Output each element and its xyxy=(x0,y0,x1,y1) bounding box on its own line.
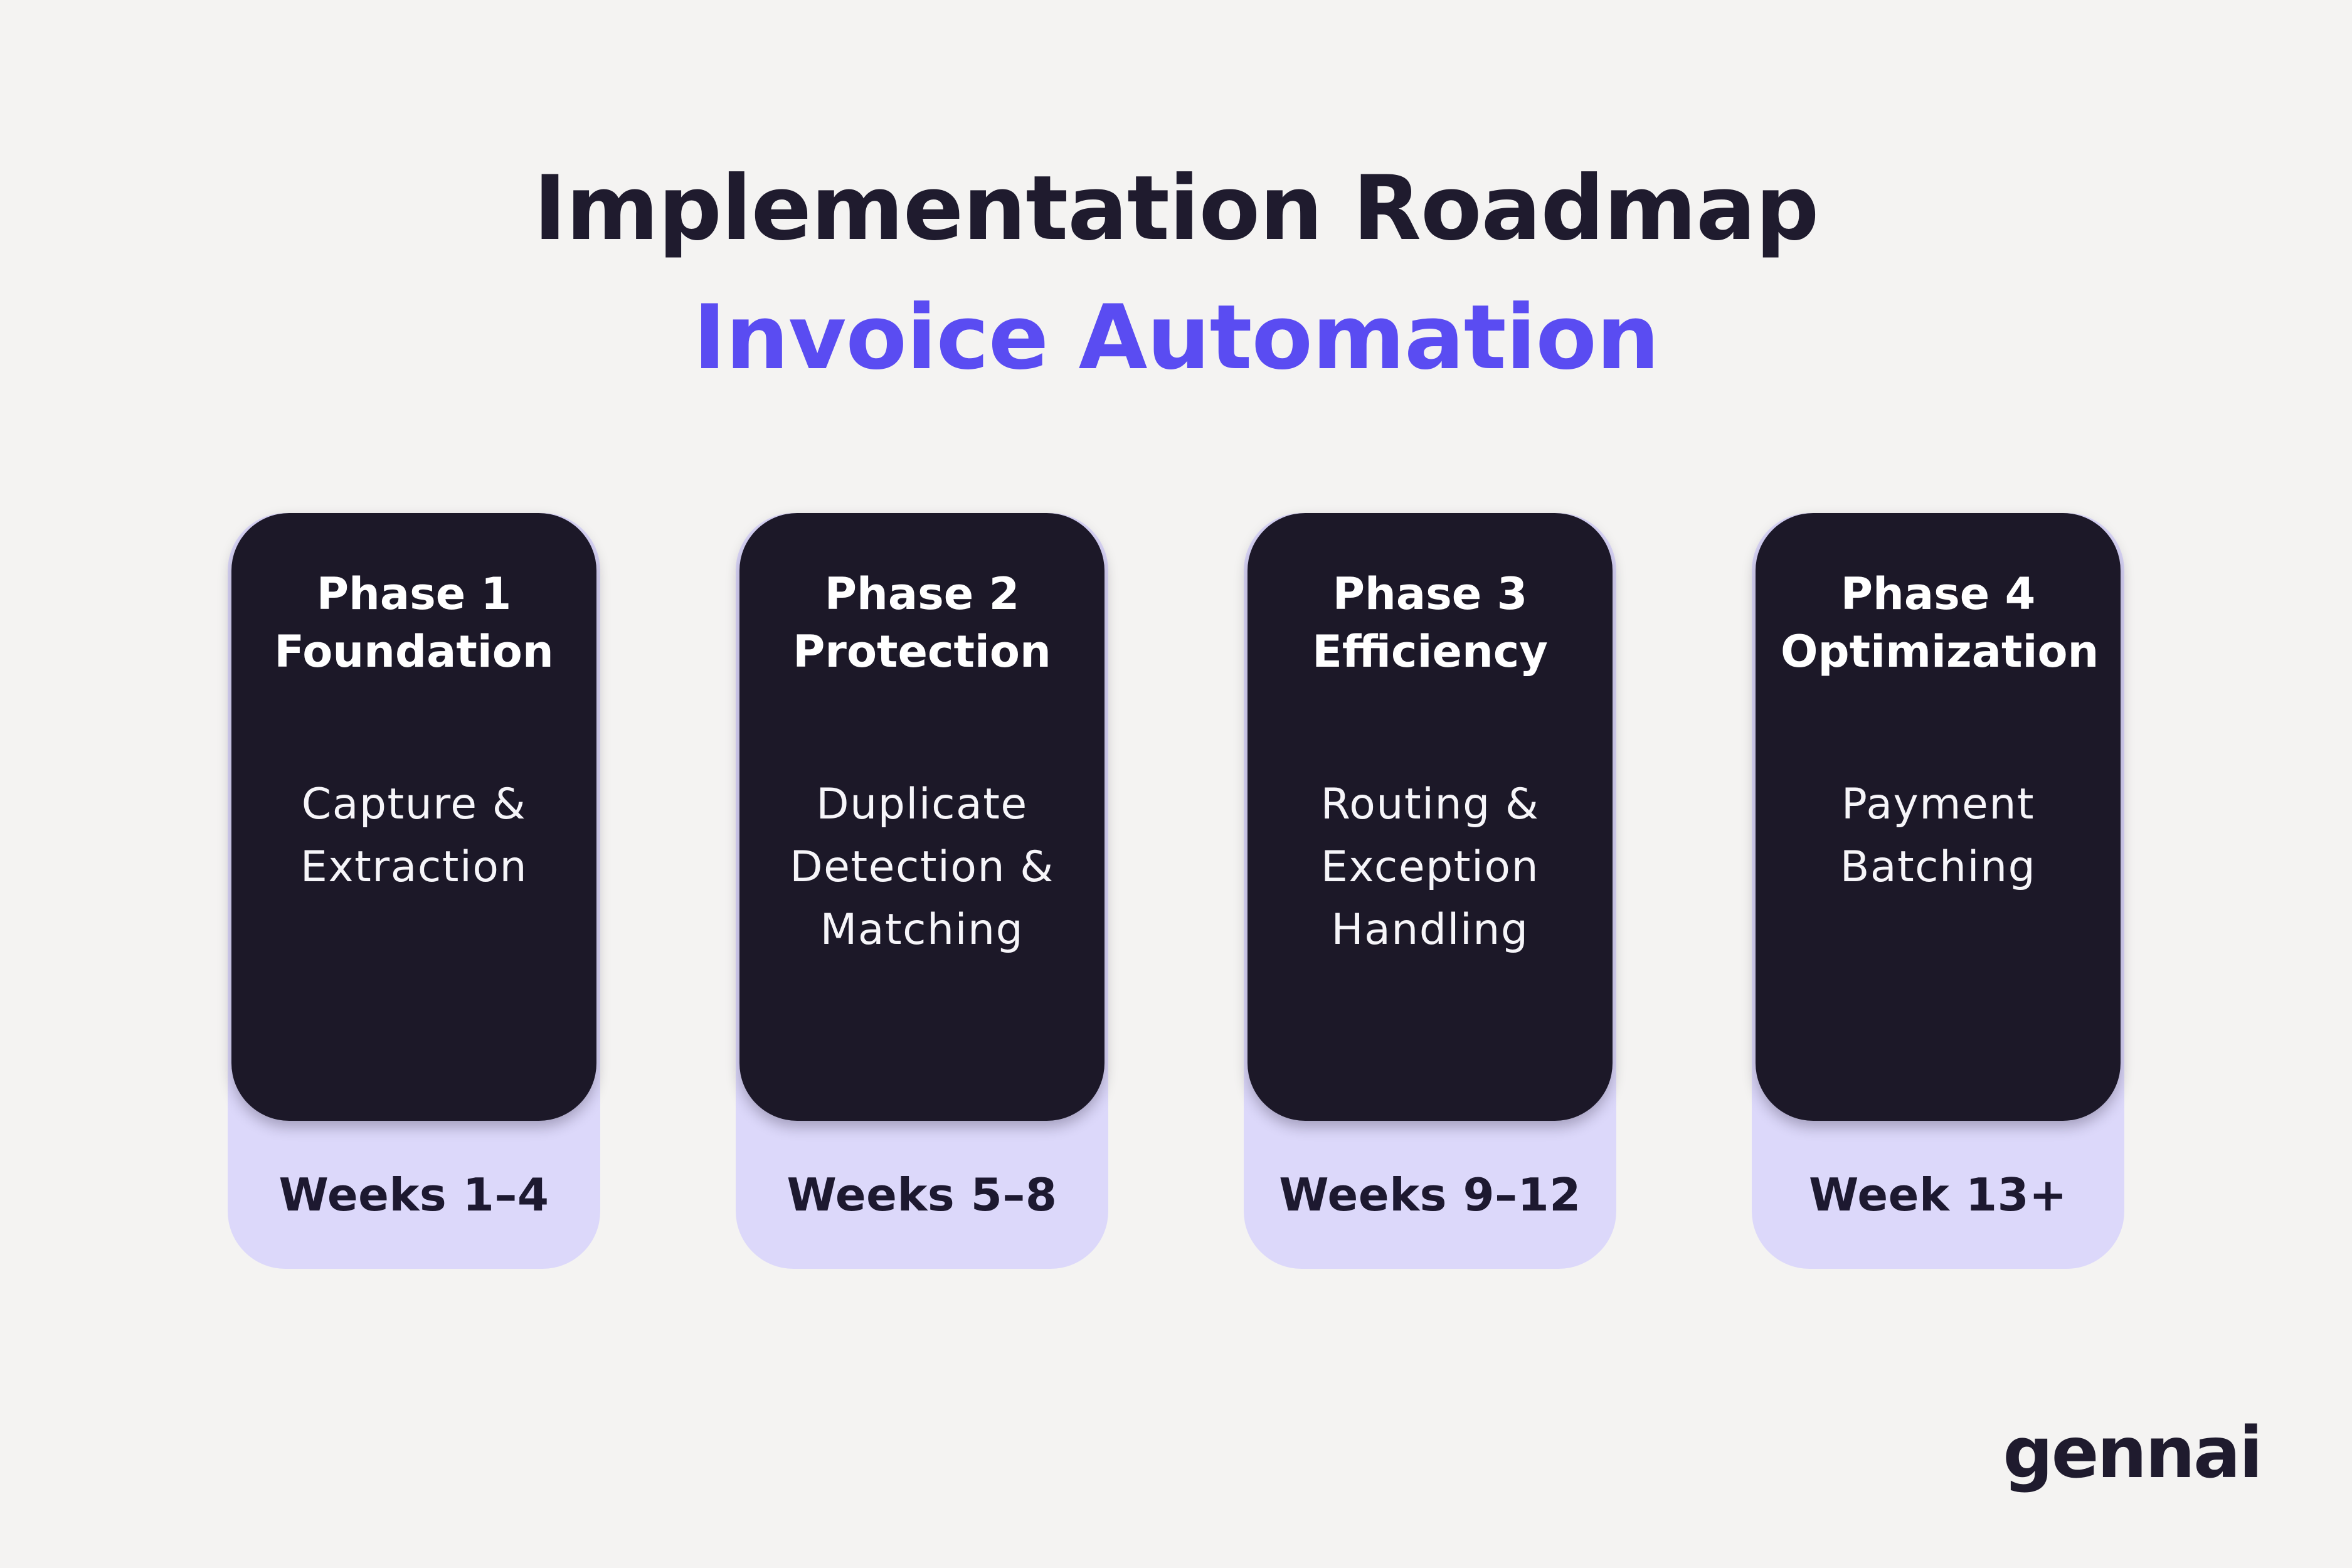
phase-card-1-body: Phase 1 Foundation Capture & Extraction xyxy=(231,513,596,1121)
phase-1-heading: Phase 1 Foundation xyxy=(257,565,571,681)
phase-4-label: Phase 4 xyxy=(1840,568,2036,620)
phase-card-3: Phase 3 Efficiency Routing & Exception H… xyxy=(1244,513,1616,1269)
header: Implementation Roadmap Invoice Automatio… xyxy=(0,0,2352,403)
roadmap-cards: Phase 1 Foundation Capture & Extraction … xyxy=(228,513,2124,1269)
phase-2-name: Protection xyxy=(793,626,1051,677)
phase-2-label: Phase 2 xyxy=(824,568,1020,620)
phase-card-4: Phase 4 Optimization Payment Batching We… xyxy=(1752,513,2124,1269)
phase-3-weeks-label: Weeks 9–12 xyxy=(1279,1168,1581,1221)
gennai-logo: gennai xyxy=(2003,1412,2263,1494)
phase-4-weeks-badge: Week 13+ xyxy=(1752,1121,2124,1269)
phase-3-description: Routing & Exception Handling xyxy=(1320,780,1540,955)
phase-3-name: Efficiency xyxy=(1312,626,1548,677)
phase-1-weeks-badge: Weeks 1–4 xyxy=(228,1121,600,1269)
phase-4-weeks-label: Week 13+ xyxy=(1809,1168,2067,1221)
phase-card-4-body: Phase 4 Optimization Payment Batching xyxy=(1756,513,2121,1121)
phase-card-2: Phase 2 Protection Duplicate Detection &… xyxy=(736,513,1108,1269)
phase-3-weeks-badge: Weeks 9–12 xyxy=(1244,1121,1616,1269)
phase-2-heading: Phase 2 Protection xyxy=(765,565,1079,681)
phase-1-description: Capture & Extraction xyxy=(300,780,528,892)
phase-2-description: Duplicate Detection & Matching xyxy=(790,780,1054,955)
phase-4-description: Payment Batching xyxy=(1840,780,2037,892)
phase-1-label: Phase 1 xyxy=(316,568,512,620)
page-title: Implementation Roadmap xyxy=(533,157,1820,260)
phase-card-1: Phase 1 Foundation Capture & Extraction … xyxy=(228,513,600,1269)
phase-4-name: Optimization xyxy=(1781,626,2099,677)
phase-1-name: Foundation xyxy=(274,626,554,677)
phase-2-weeks-badge: Weeks 5–8 xyxy=(736,1121,1108,1269)
page-subtitle: Invoice Automation xyxy=(692,286,1660,389)
phase-4-heading: Phase 4 Optimization xyxy=(1781,565,2099,681)
phase-3-label: Phase 3 xyxy=(1332,568,1528,620)
phase-3-heading: Phase 3 Efficiency xyxy=(1273,565,1587,681)
phase-card-3-body: Phase 3 Efficiency Routing & Exception H… xyxy=(1248,513,1613,1121)
phase-1-weeks-label: Weeks 1–4 xyxy=(278,1168,549,1221)
phase-card-2-body: Phase 2 Protection Duplicate Detection &… xyxy=(739,513,1104,1121)
phase-2-weeks-label: Weeks 5–8 xyxy=(787,1168,1057,1221)
